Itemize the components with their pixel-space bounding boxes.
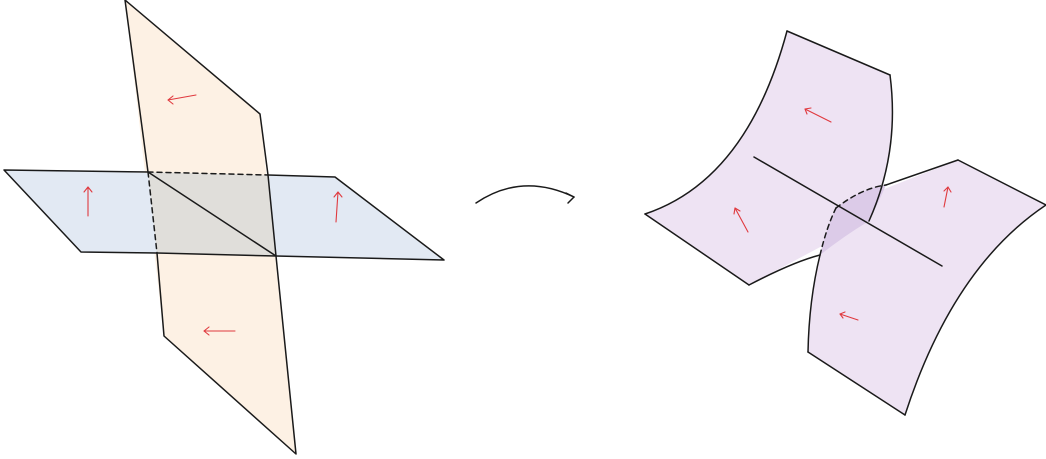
hidden-edge-left — [147, 171, 158, 254]
orientation-arrow — [733, 207, 749, 233]
horizontal-plane-edge-bottom-mid — [156, 252, 277, 257]
surface-overlap — [820, 185, 886, 255]
hidden-edge-right — [267, 174, 277, 257]
orientation-arrow — [804, 107, 832, 123]
horizontal-plane-edge-left — [3, 169, 158, 254]
hidden-curve — [835, 184, 887, 209]
orientation-arrow — [839, 311, 859, 321]
surface-lower-right — [808, 160, 1046, 415]
orientation-arrow — [203, 326, 236, 336]
surface-edge — [885, 159, 959, 186]
surface-edge — [748, 254, 821, 286]
orientation-arrow — [167, 94, 197, 105]
orientation-arrow — [333, 191, 343, 223]
surface-edge — [807, 351, 906, 416]
surface-edge — [868, 74, 894, 222]
surface-edge — [644, 30, 788, 215]
surface-edge — [786, 30, 891, 76]
vertical-plane-edge-bottom — [156, 252, 297, 455]
crease-line — [753, 156, 943, 267]
orientation-arrow — [83, 186, 93, 217]
intersection-line — [147, 171, 277, 257]
surface-edge — [807, 254, 821, 353]
orientation-arrow — [943, 186, 952, 208]
surface-edge — [957, 159, 1046, 206]
hidden-curve — [819, 207, 837, 256]
hidden-edge-top — [147, 171, 269, 176]
horizontal-plane-edge-right — [267, 174, 445, 261]
surface-edge — [644, 213, 750, 286]
vertical-plane-edge-top — [124, 0, 269, 176]
right-panel — [644, 30, 1046, 416]
curved-arrow-icon — [475, 185, 575, 204]
left-panel — [3, 0, 445, 455]
surface-edge — [904, 204, 1046, 416]
